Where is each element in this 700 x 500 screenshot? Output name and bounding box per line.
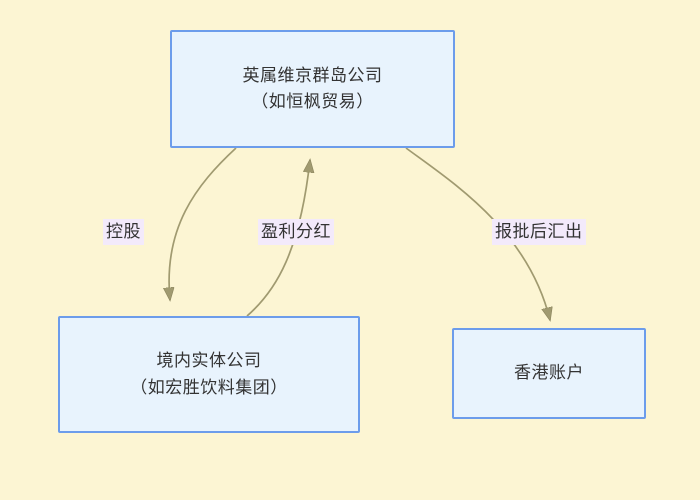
node-bvi-company-line1: 英属维京群岛公司	[242, 65, 383, 85]
edge-holding-arrow	[169, 147, 237, 300]
edge-label-dividend: 盈利分红	[258, 219, 334, 246]
node-domestic-entity[interactable]: 境内实体公司 （如宏胜饮料集团）	[58, 316, 360, 433]
edge-dividend-arrow	[246, 160, 310, 317]
edge-label-holding: 控股	[103, 219, 144, 246]
node-bvi-company-line2: （如恒枫贸易）	[251, 92, 374, 111]
edge-label-remittance: 报批后汇出	[492, 219, 586, 246]
node-domestic-entity-line2: （如宏胜饮料集团）	[130, 377, 288, 397]
edge-remittance-arrow	[405, 147, 550, 320]
node-domestic-entity-line1: 境内实体公司	[156, 351, 262, 371]
node-hk-account-line1: 香港账户	[514, 363, 584, 383]
node-bvi-company[interactable]: 英属维京群岛公司 （如恒枫贸易）	[170, 30, 455, 148]
node-hk-account[interactable]: 香港账户	[452, 328, 646, 419]
